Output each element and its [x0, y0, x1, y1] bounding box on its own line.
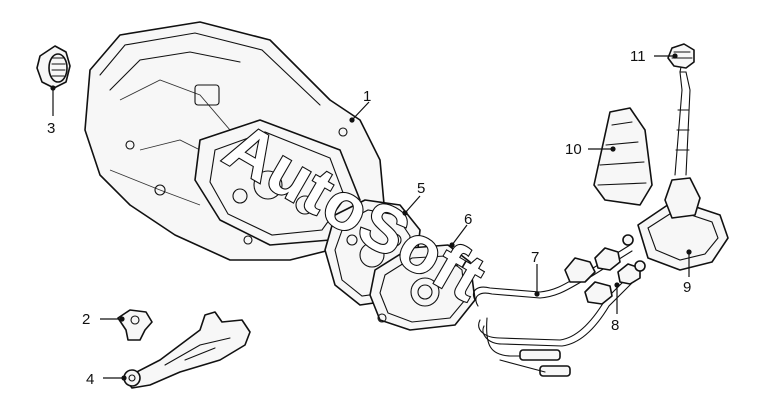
callout-6: 6 [464, 211, 472, 228]
callout-3: 3 [47, 120, 55, 137]
part-9-shift-lever-assembly [637, 61, 729, 271]
part-4-clutch-fork [123, 311, 251, 389]
callout-9: 9 [683, 279, 691, 296]
callout-11: 11 [630, 48, 646, 65]
callout-4: 4 [86, 371, 94, 388]
part-3-bushing [36, 45, 71, 89]
leader-lines [50, 53, 692, 381]
callout-10: 10 [565, 141, 582, 158]
part-10-shift-boot [593, 107, 653, 206]
part-2-pivot-pin [117, 309, 153, 341]
callout-7: 7 [531, 249, 539, 266]
callout-labels: 1 2 3 4 5 6 7 8 9 10 11 [47, 48, 691, 388]
part-6-end-cover [369, 244, 476, 331]
callout-2: 2 [82, 311, 90, 328]
callout-8: 8 [611, 317, 619, 334]
part-11-shift-knob [667, 43, 695, 69]
part-7-8-shift-cables [472, 234, 646, 377]
callout-5: 5 [417, 180, 425, 197]
callout-1: 1 [363, 88, 371, 105]
